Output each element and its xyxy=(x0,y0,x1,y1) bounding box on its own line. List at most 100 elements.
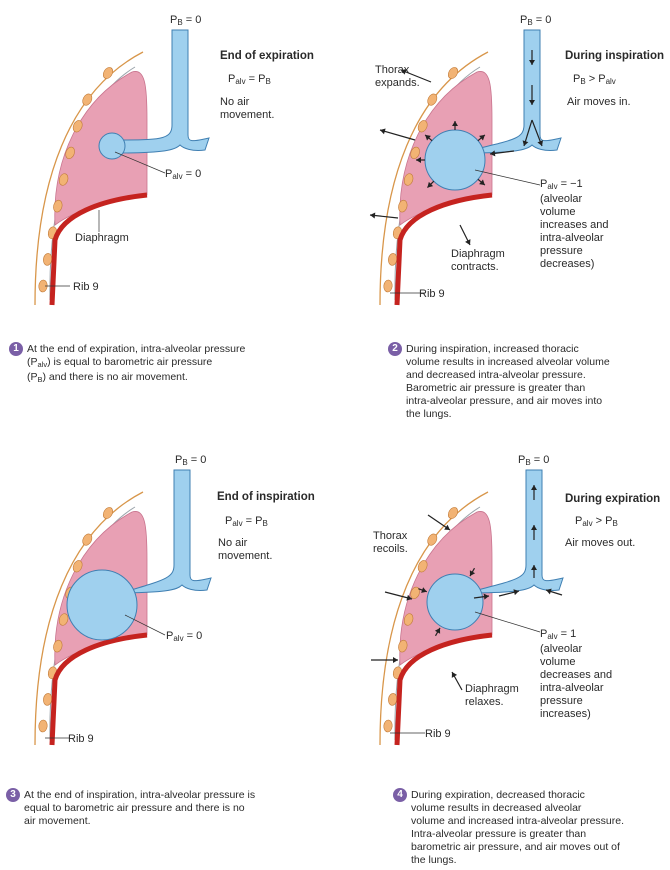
diaphragm-label: Diaphragm xyxy=(75,232,129,244)
palv-label: Palv = 0 xyxy=(165,168,202,181)
leader-line xyxy=(474,611,541,633)
rib xyxy=(427,93,438,106)
phase-title: During expiration xyxy=(565,493,661,505)
panel-during-inspiration: PB = 0 During inspiration PB > Palv Air … xyxy=(335,0,670,320)
rib xyxy=(65,146,75,159)
rib xyxy=(58,173,69,186)
caption-3: 3 At the end of inspiration, intra-alveo… xyxy=(6,788,274,828)
chest-wall xyxy=(34,51,144,306)
caption-1: 1 At the end of expiration, intra-alveol… xyxy=(9,342,267,386)
arrow-head-icon xyxy=(469,570,476,577)
arrow-head-icon xyxy=(522,140,529,146)
pressure-relation: Palv > PB xyxy=(575,515,618,528)
leader-line xyxy=(124,614,166,636)
pb-label: PB = 0 xyxy=(520,14,552,27)
pb-label: PB = 0 xyxy=(518,454,550,467)
caption-2: 2 During inspiration, increased thoracic… xyxy=(388,342,636,421)
rib xyxy=(102,507,114,519)
chest-wall xyxy=(379,51,489,306)
arrow-head-icon xyxy=(490,150,496,157)
rib xyxy=(403,613,414,626)
rib xyxy=(417,120,428,133)
rib xyxy=(53,639,63,653)
panel-end-of-inspiration: PB = 0 End of inspiration Palv = PB No a… xyxy=(0,440,335,760)
pb-label: PB = 0 xyxy=(175,454,207,467)
arrow-head-icon xyxy=(531,485,537,490)
leader-line xyxy=(474,169,541,186)
arrow-head-icon xyxy=(393,657,398,663)
step-badge: 2 xyxy=(388,342,402,356)
rib xyxy=(383,719,393,733)
pb-label: PB = 0 xyxy=(170,14,202,27)
rib xyxy=(383,279,393,293)
airway xyxy=(101,469,212,610)
phase-title: End of inspiration xyxy=(217,491,315,503)
lung-diagram-3 xyxy=(34,469,212,746)
arrow-head-icon xyxy=(465,239,471,245)
rib xyxy=(427,533,438,546)
rib xyxy=(447,67,459,79)
arrow-head-icon xyxy=(452,121,458,126)
rib-9-label: Rib 9 xyxy=(68,733,94,745)
rib xyxy=(447,507,459,519)
arrow-head-icon xyxy=(531,565,537,570)
phase-title: During inspiration xyxy=(565,50,665,62)
rib xyxy=(72,120,83,133)
arrow-head-icon xyxy=(421,587,427,593)
airway xyxy=(454,469,564,607)
alveolus xyxy=(66,569,138,641)
rib xyxy=(53,199,63,213)
rib xyxy=(102,67,114,79)
step-badge: 4 xyxy=(393,788,407,802)
arrow-head-icon xyxy=(529,60,535,65)
step-badge: 3 xyxy=(6,788,20,802)
arrow-head-icon xyxy=(479,179,485,186)
airway xyxy=(111,29,210,154)
arrow-head-icon xyxy=(427,181,434,188)
rib xyxy=(58,613,69,626)
air-status: Air moves in. xyxy=(567,96,631,108)
rib xyxy=(410,586,420,599)
arrow-head-icon xyxy=(479,134,485,141)
caption-text: At the end of expiration, intra-alveolar… xyxy=(27,343,246,384)
arrow-head-icon xyxy=(537,140,544,146)
arrow-head-icon xyxy=(401,69,407,75)
rib-9-label: Rib 9 xyxy=(73,281,99,293)
caption-text: At the end of inspiration, intra-alveola… xyxy=(24,789,256,827)
alveolus xyxy=(424,129,486,191)
arrow-head-icon xyxy=(434,627,441,634)
diaphragm xyxy=(394,632,493,746)
diaphragm xyxy=(49,192,148,306)
arrow-shaft xyxy=(400,69,432,83)
step-badge: 1 xyxy=(9,342,23,356)
pressure-relation: PB > Palv xyxy=(573,73,616,86)
rib-9-label: Rib 9 xyxy=(425,728,451,740)
phase-title: End of expiration xyxy=(220,50,314,62)
airway xyxy=(454,29,562,165)
arrow-head-icon xyxy=(370,212,376,219)
leader-line xyxy=(114,151,166,174)
chest-wall xyxy=(379,491,489,746)
air-status: Air moves out. xyxy=(565,537,636,549)
pressure-relation: Palv = PB xyxy=(228,73,271,86)
rib-9-label: Rib 9 xyxy=(419,288,445,300)
palv-label: Palv = 0 xyxy=(166,630,203,643)
panel-end-of-expiration: PB = 0 End of expiration Palv = PB No ai… xyxy=(0,0,335,320)
arrow-head-icon xyxy=(380,128,386,135)
rib xyxy=(398,639,408,653)
rib xyxy=(410,146,420,159)
rib xyxy=(38,719,48,733)
arrow-shaft xyxy=(379,129,416,141)
arrow-head-icon xyxy=(546,588,552,595)
lung-diagram-4 xyxy=(371,469,564,746)
lung-diagram-2 xyxy=(369,29,562,306)
rib xyxy=(398,199,408,213)
